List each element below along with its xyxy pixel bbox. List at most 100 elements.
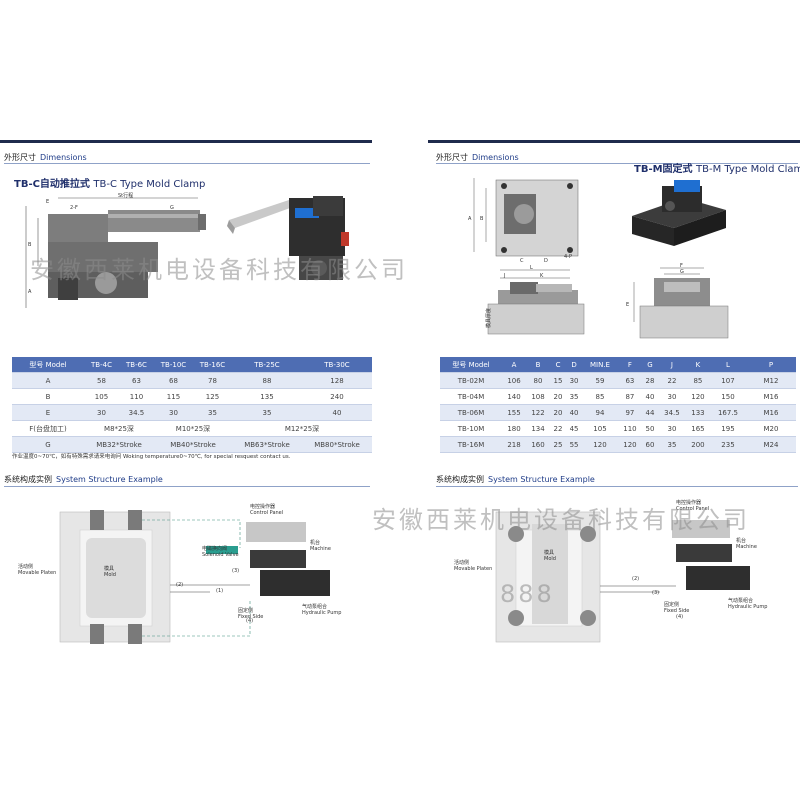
table-cell: 30 [657, 388, 686, 405]
tb-m-header-row: 型号 Model A B C D MIN.E F G J K L P [440, 357, 796, 373]
label-c: C [520, 258, 524, 262]
table-cell: TB-10M [440, 420, 502, 437]
table-cell: 105 [84, 388, 119, 405]
col-header: 型号 Model [440, 357, 502, 373]
label-d: D [544, 258, 548, 262]
table-cell: 22 [550, 420, 567, 437]
table-cell: 15 [550, 372, 567, 389]
right-dim-rule [436, 163, 798, 164]
table-cell: E [12, 404, 84, 421]
table-cell: 165 [685, 420, 710, 437]
right-system-graphic [495, 511, 750, 643]
text: 固定侧 [238, 608, 254, 614]
table-cell: 30 [84, 404, 119, 421]
table-cell: G [12, 436, 84, 453]
text: Mold [104, 572, 116, 578]
col-header: B [526, 357, 550, 373]
left-dim-en: Dimensions [40, 153, 87, 162]
table-cell: 115 [153, 388, 193, 405]
table-cell: 20 [550, 404, 567, 421]
label-f: F [680, 263, 683, 269]
tb-m-product-photo [632, 180, 726, 246]
left-system-graphic [59, 510, 330, 644]
table-cell: F(台盘加工) [12, 420, 84, 437]
table-cell: 128 [301, 372, 372, 389]
left-model-en: TB-C Type Mold Clamp [93, 179, 206, 190]
label-g: G [170, 205, 174, 211]
table-cell: M10*25深 [153, 420, 232, 437]
table-cell: 150 [709, 388, 746, 405]
col-header: G [641, 357, 658, 373]
left-model-title: TB-C自动推拉式 TB-C Type Mold Clamp [14, 175, 205, 190]
table-cell: 80 [526, 372, 550, 389]
right-top-rule [428, 140, 800, 143]
watermark-right: 安徽西莱机电设备科技有限公司 [372, 506, 750, 534]
table-cell: 87 [617, 388, 642, 405]
table-cell: 30 [657, 420, 686, 437]
text: Solenoid Valve [202, 552, 239, 558]
table-cell: 30 [566, 372, 583, 389]
table-cell: M16 [746, 404, 796, 421]
table-cell: 133 [685, 404, 710, 421]
left-sys-en: System Structure Example [56, 475, 163, 484]
table-row: B 105 110 115 125 135 240 [12, 388, 372, 405]
table-cell: 180 [502, 420, 526, 437]
table-cell: MB63*Stroke [232, 436, 302, 453]
table-cell: M24 [746, 436, 796, 453]
label-l: L [530, 265, 533, 271]
table-cell: 55 [566, 436, 583, 453]
table-cell: MB40*Stroke [153, 436, 232, 453]
left-model-cn: TB-C自动推拉式 [14, 179, 90, 190]
table-cell: 134 [526, 420, 550, 437]
table-cell: 28 [641, 372, 658, 389]
left-top-rule [0, 140, 372, 143]
tb-m-side-view: L J K 模具厚度 [485, 265, 585, 335]
text: Movable Platen [18, 570, 57, 576]
table-cell: 22 [657, 372, 686, 389]
label-2f: 2-F [70, 205, 78, 211]
table-cell: 105 [582, 420, 618, 437]
tb-m-front-view: F G E [626, 263, 729, 339]
table-cell: 120 [617, 436, 642, 453]
right-dim-cn: 外形尺寸 [436, 153, 468, 162]
table-row: TB-16M 218 160 25 55 120 120 60 35 200 2… [440, 436, 796, 453]
text: 模具 [544, 550, 555, 556]
right-sys-cn: 系统构成实例 [436, 475, 484, 484]
text: Hydraulic Pump [302, 610, 342, 616]
right-model-cn: TB-M固定式 [634, 164, 693, 175]
right-dim-en: Dimensions [472, 153, 519, 162]
table-cell: 120 [582, 436, 618, 453]
table-cell: 218 [502, 436, 526, 453]
table-cell: 35 [566, 388, 583, 405]
text: Hydraulic Pump [728, 604, 768, 610]
table-row: E 30 34.5 30 35 35 40 [12, 404, 372, 421]
table-row: TB-06M 155 122 20 40 94 97 44 34.5 133 1… [440, 404, 796, 421]
table-cell: 68 [153, 372, 193, 389]
label-stroke: St行程 [118, 192, 133, 199]
table-cell: B [12, 388, 84, 405]
callout-2: (2) [176, 582, 184, 588]
table-cell: 60 [641, 436, 658, 453]
text: 电控操作器 [250, 504, 276, 510]
col-header: MIN.E [582, 357, 618, 373]
table-cell: 140 [502, 388, 526, 405]
callout-4: (4) [246, 618, 254, 624]
label-4p: 4-P [564, 254, 572, 260]
text: Machine [736, 544, 757, 550]
label-a: A [468, 216, 472, 222]
table-cell: 44 [641, 404, 658, 421]
col-header: A [502, 357, 526, 373]
table-cell: 240 [301, 388, 372, 405]
label-k: K [540, 273, 544, 279]
text: Control Panel [676, 506, 710, 512]
table-cell: 35 [657, 436, 686, 453]
working-temp-note: 作业温度0~70℃，如有特殊需求请来电询问 Woking temperature… [12, 454, 291, 460]
table-row: A 58 63 68 78 88 128 [12, 372, 372, 389]
col-header: F [617, 357, 642, 373]
table-cell: 155 [502, 404, 526, 421]
left-dim-cn: 外形尺寸 [4, 153, 36, 162]
callout-3: (3) [652, 590, 660, 596]
table-cell: 85 [685, 372, 710, 389]
